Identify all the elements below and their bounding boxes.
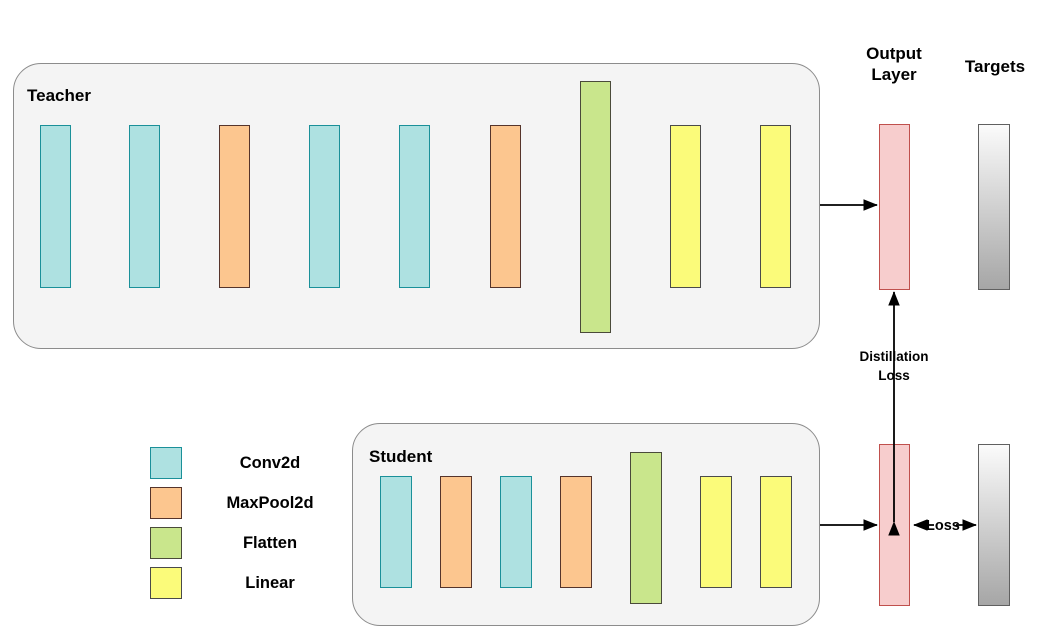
legend-label-linear: Linear bbox=[245, 574, 295, 592]
student-layer-conv2d[interactable] bbox=[380, 476, 412, 588]
teacher-title: Teacher bbox=[27, 86, 91, 105]
teacher-layer-maxpool2d[interactable] bbox=[490, 125, 521, 288]
legend-swatch-linear bbox=[150, 567, 182, 599]
legend-label-flatten: Flatten bbox=[242, 534, 298, 552]
teacher-layer-linear[interactable] bbox=[670, 125, 701, 288]
student-layer-flatten[interactable] bbox=[630, 452, 662, 604]
teacher-layer-linear[interactable] bbox=[760, 125, 791, 288]
student-layer-maxpool2d[interactable] bbox=[560, 476, 592, 588]
teacher-output-layer-bar[interactable] bbox=[879, 124, 910, 290]
legend-swatch-maxpool2d bbox=[150, 487, 182, 519]
teacher-layer-flatten[interactable] bbox=[580, 81, 611, 333]
output-layer-heading: Output Layer bbox=[866, 44, 922, 84]
targets-heading: Targets bbox=[964, 57, 1026, 76]
student-output-layer-bar[interactable] bbox=[879, 444, 910, 606]
student-targets-bar[interactable] bbox=[978, 444, 1010, 606]
student-layer-maxpool2d[interactable] bbox=[440, 476, 472, 588]
legend-swatch-flatten bbox=[150, 527, 182, 559]
legend-label-maxpool2d: MaxPool2d bbox=[226, 494, 314, 512]
student-layer-conv2d[interactable] bbox=[500, 476, 532, 588]
teacher-layer-conv2d[interactable] bbox=[399, 125, 430, 288]
teacher-layer-maxpool2d[interactable] bbox=[219, 125, 250, 288]
teacher-targets-bar[interactable] bbox=[978, 124, 1010, 290]
distillation-loss-label: Distillation Loss bbox=[859, 349, 929, 383]
teacher-layer-conv2d[interactable] bbox=[40, 125, 71, 288]
legend-label-conv2d: Conv2d bbox=[239, 454, 301, 472]
teacher-layer-conv2d[interactable] bbox=[309, 125, 340, 288]
student-layer-linear[interactable] bbox=[760, 476, 792, 588]
legend-swatch-conv2d bbox=[150, 447, 182, 479]
loss-label: Loss bbox=[926, 518, 960, 534]
student-title: Student bbox=[369, 447, 433, 466]
student-layer-linear[interactable] bbox=[700, 476, 732, 588]
teacher-layer-conv2d[interactable] bbox=[129, 125, 160, 288]
